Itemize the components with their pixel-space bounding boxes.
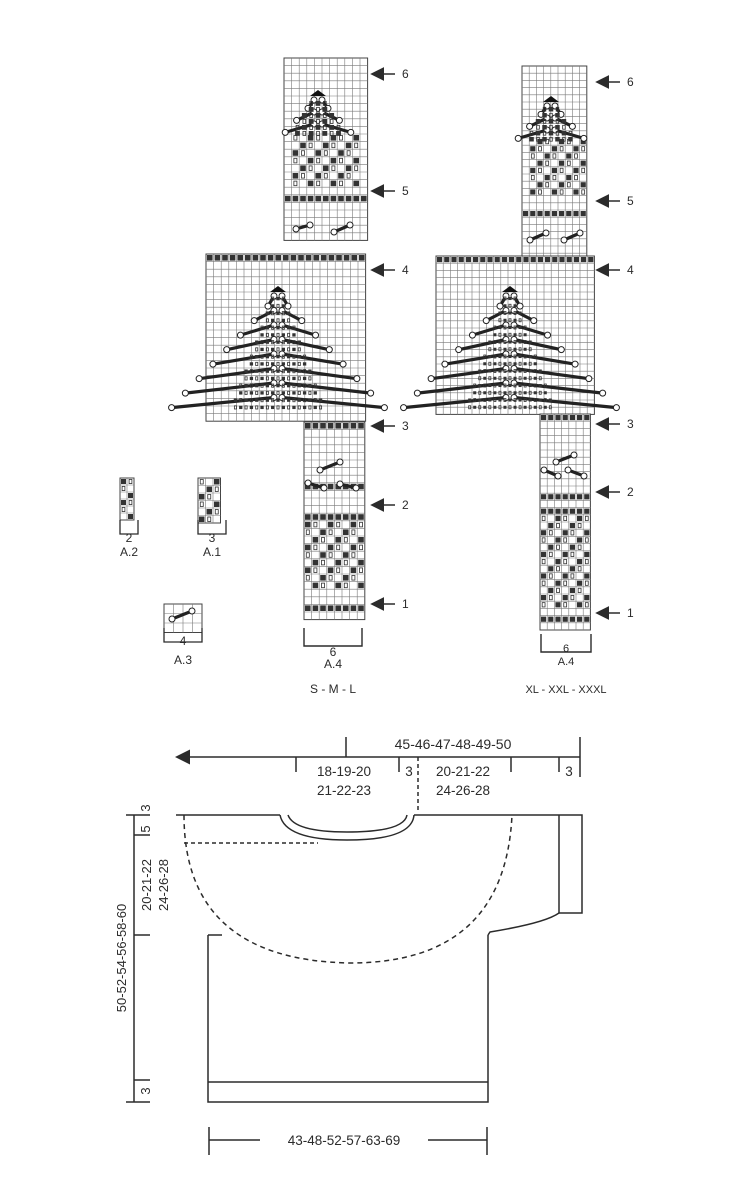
chart-name-large: A.4 bbox=[558, 656, 575, 668]
cable-symbol bbox=[223, 336, 278, 354]
cable-symbol bbox=[510, 307, 538, 325]
yoke-depth-label-1: 20-21-22 bbox=[139, 859, 154, 911]
cable-symbol bbox=[278, 379, 375, 397]
width-bracket-large bbox=[540, 634, 592, 653]
cable-symbol bbox=[304, 479, 328, 492]
width-bracket-a3 bbox=[163, 628, 203, 643]
width-label-a1: 3 bbox=[209, 531, 216, 545]
grid-block bbox=[205, 253, 367, 422]
cable-symbol bbox=[316, 458, 344, 474]
row-label-5-large: 5 bbox=[627, 194, 634, 208]
chart-name-small: A.4 bbox=[324, 657, 342, 671]
row-label-6-large: 6 bbox=[627, 75, 634, 89]
cable-symbol bbox=[413, 379, 510, 397]
chart-a1 bbox=[197, 477, 221, 524]
neck-gap-label: 3 bbox=[405, 764, 413, 779]
row-label-4-large: 4 bbox=[627, 263, 634, 277]
chart-a3 bbox=[163, 603, 203, 633]
cable-symbol bbox=[455, 336, 510, 354]
row-markers-small bbox=[370, 67, 395, 611]
width-bracket-a1 bbox=[197, 520, 227, 535]
width-bracket-small bbox=[303, 628, 363, 647]
neck-width-label-2: 21-22-23 bbox=[317, 783, 371, 798]
row-markers-large bbox=[595, 75, 620, 620]
yoke-top-label: 3 bbox=[138, 804, 153, 811]
cable-symbol bbox=[250, 307, 278, 325]
chart-a2 bbox=[119, 477, 135, 521]
yoke-depth-label-2: 24-26-28 bbox=[156, 859, 171, 911]
cable-symbol bbox=[264, 292, 278, 310]
row-label-2-large: 2 bbox=[627, 485, 634, 499]
chart-name-a1: A.1 bbox=[203, 545, 221, 559]
row-label-1-large: 1 bbox=[627, 606, 634, 620]
row-label-1: 1 bbox=[402, 597, 409, 611]
cable-symbol bbox=[510, 292, 524, 310]
row-label-3-large: 3 bbox=[627, 417, 634, 431]
garment-schematic bbox=[126, 737, 583, 1155]
grid-block bbox=[283, 57, 369, 241]
width-bracket-a2 bbox=[119, 520, 139, 535]
row-label-2: 2 bbox=[402, 498, 409, 512]
rib-height-label: 3 bbox=[138, 1087, 153, 1094]
cable-symbol bbox=[496, 292, 510, 310]
sleeve-edge-label: 3 bbox=[565, 764, 573, 779]
chart-name-a2: A.2 bbox=[120, 545, 138, 559]
shoulder-label-1: 20-21-22 bbox=[436, 764, 490, 779]
row-label-4: 4 bbox=[402, 263, 409, 277]
cable-symbol bbox=[195, 365, 278, 383]
grid-block bbox=[303, 421, 366, 621]
row-label-5: 5 bbox=[402, 184, 409, 198]
cable-symbol bbox=[236, 321, 278, 339]
width-label-large: 6 bbox=[563, 643, 569, 655]
cable-symbol bbox=[181, 379, 278, 397]
shoulder-label-2: 24-26-28 bbox=[436, 783, 490, 798]
cable-symbol bbox=[526, 229, 550, 244]
grid-block bbox=[163, 603, 203, 633]
chart-a4-large-sizes bbox=[400, 65, 620, 631]
chart-name-a3: A.3 bbox=[174, 653, 192, 667]
size-label-small: S - M - L bbox=[310, 682, 356, 696]
cable-symbol bbox=[336, 480, 360, 492]
cable-symbol bbox=[564, 466, 588, 480]
cable-symbol bbox=[278, 292, 292, 310]
cable-symbol bbox=[278, 365, 361, 383]
width-label-small: 6 bbox=[330, 645, 337, 659]
grid-block bbox=[539, 413, 591, 631]
body-width-label: 43-48-52-57-63-69 bbox=[288, 1133, 401, 1148]
neck-width-label-1: 18-19-20 bbox=[317, 764, 371, 779]
cable-symbol bbox=[540, 466, 562, 480]
row-label-6: 6 bbox=[402, 67, 409, 81]
chart-a4-small-sizes bbox=[168, 57, 388, 621]
grid-block bbox=[197, 477, 221, 524]
total-width-label: 45-46-47-48-49-50 bbox=[395, 736, 512, 752]
width-label-a3: 4 bbox=[180, 634, 187, 648]
row-label-3: 3 bbox=[402, 419, 409, 433]
grid-block bbox=[119, 477, 135, 521]
cable-symbol bbox=[318, 120, 355, 136]
cable-symbol bbox=[292, 221, 314, 233]
width-label-a2: 2 bbox=[126, 531, 133, 545]
cable-symbol bbox=[168, 607, 196, 623]
total-length-label: 50-52-54-56-58-60 bbox=[114, 904, 129, 1012]
cable-symbol bbox=[330, 221, 354, 236]
cable-symbol bbox=[560, 229, 584, 244]
size-label-large: XL - XXL - XXXL bbox=[525, 684, 606, 696]
yoke-row-label: 5 bbox=[138, 825, 153, 832]
cable-symbol bbox=[552, 451, 578, 466]
